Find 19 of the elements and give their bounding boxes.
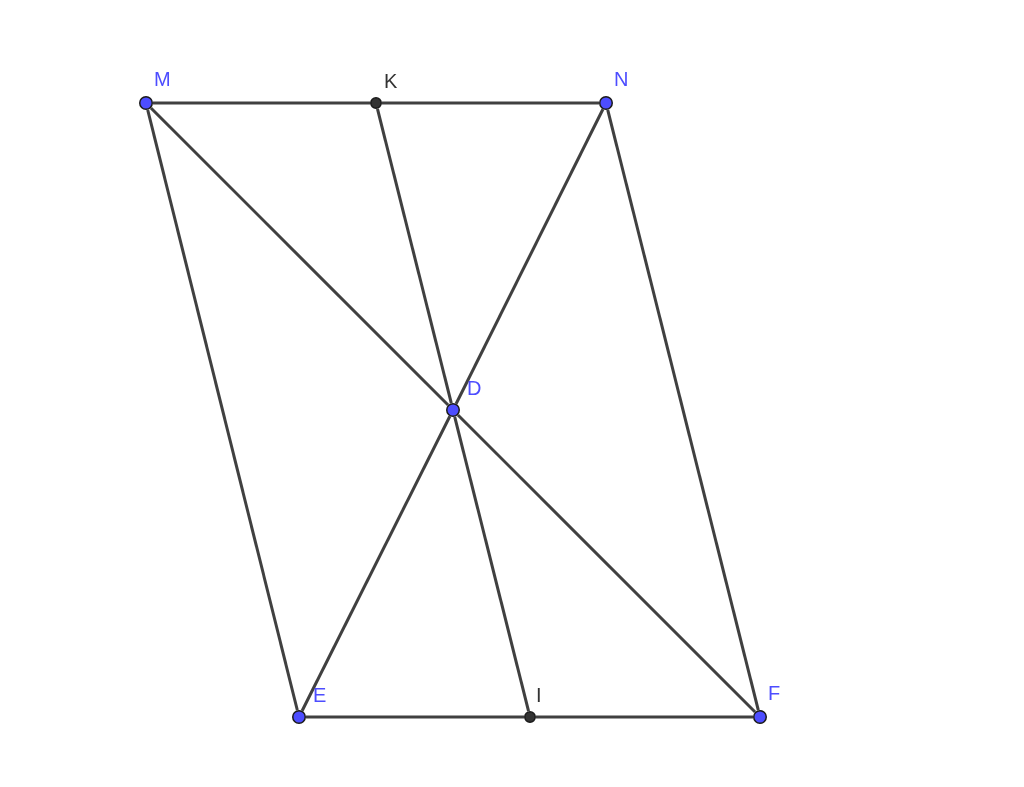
point-label: M: [154, 67, 171, 91]
point-label: D: [467, 376, 482, 400]
line-segment: [376, 108, 453, 404]
line-segment: [454, 108, 605, 405]
line-segment: [306, 715, 524, 719]
line-segment: [606, 109, 760, 711]
point-label: N: [614, 67, 629, 91]
line-segment: [146, 109, 299, 711]
line-segment: [153, 101, 370, 105]
point-label: I: [536, 683, 542, 707]
line-segment: [382, 101, 599, 105]
line-segment: [536, 715, 753, 719]
point-label: E: [313, 683, 327, 707]
point-label: K: [384, 69, 398, 93]
line-segment: [453, 416, 530, 712]
line-segment: [456, 413, 757, 714]
line-segment: [149, 106, 450, 407]
line-segment: [300, 415, 452, 712]
point-label: F: [768, 681, 781, 705]
